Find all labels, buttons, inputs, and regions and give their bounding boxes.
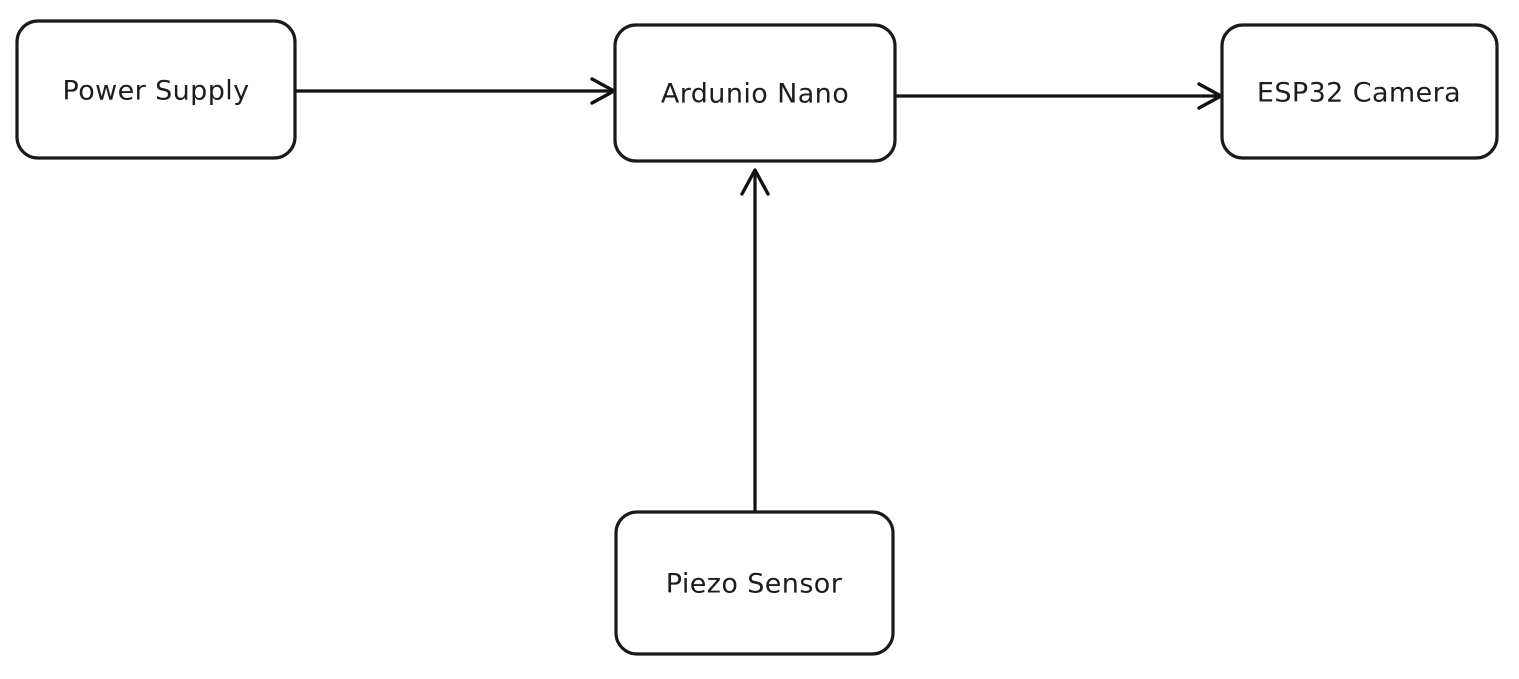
edge-piezo-to-ardunio[interactable] <box>740 168 770 511</box>
node-ardunio-nano-label: Ardunio Nano <box>661 79 849 110</box>
edge-power-to-ardunio[interactable] <box>296 77 616 105</box>
node-piezo-sensor[interactable]: Piezo Sensor <box>614 510 895 656</box>
edge-piezo-to-ardunio-arrowhead <box>740 168 770 196</box>
edge-ardunio-to-esp32[interactable] <box>896 82 1223 110</box>
node-esp32-camera[interactable]: ESP32 Camera <box>1220 23 1499 160</box>
node-ardunio-nano[interactable]: Ardunio Nano <box>613 23 897 163</box>
node-ardunio-nano-shape <box>613 23 897 163</box>
node-power-supply[interactable]: Power Supply <box>15 19 297 160</box>
node-esp32-camera-shape <box>1220 23 1499 160</box>
node-piezo-sensor-label: Piezo Sensor <box>666 569 843 600</box>
node-piezo-sensor-shape <box>614 510 895 656</box>
node-power-supply-shape <box>15 19 297 160</box>
node-esp32-camera-label: ESP32 Camera <box>1257 78 1461 109</box>
node-power-supply-label: Power Supply <box>62 76 249 107</box>
